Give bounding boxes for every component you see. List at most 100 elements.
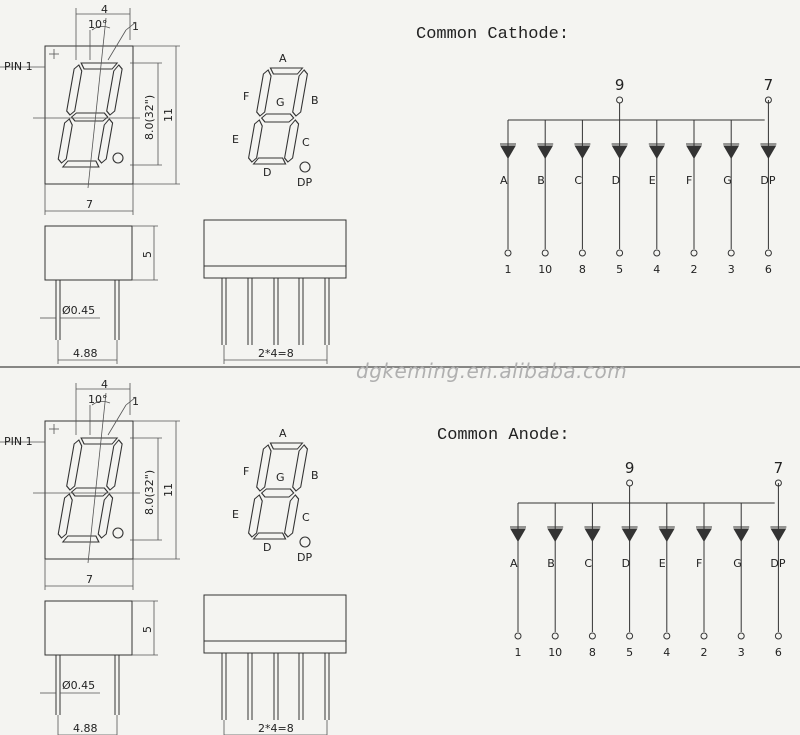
circuit-title: Common Cathode:	[416, 25, 569, 44]
dim-row-spacing: 4.88	[73, 347, 98, 360]
dim-width: 7	[86, 198, 93, 211]
pin-number: 5	[616, 263, 623, 276]
diode-triangle	[510, 528, 526, 542]
common-pin-7-label: 7	[774, 459, 784, 477]
common-pin-9-terminal	[616, 96, 624, 104]
seg-label-f: F	[243, 90, 249, 103]
common-pin-9-label: 9	[625, 459, 635, 477]
dim-total-height: 11	[162, 108, 175, 122]
diode-triangle	[611, 145, 628, 159]
seg-label-a: A	[279, 427, 287, 440]
pin-number: 4	[653, 263, 660, 276]
diode-triangle	[574, 145, 591, 159]
pin-number: 10	[538, 263, 552, 276]
legend-dp-dot	[299, 536, 311, 548]
pin-number: 1	[515, 646, 522, 659]
front-view: PIN 1 4 10° 1 8.0(32") 11	[0, 3, 180, 215]
pin-number: 6	[775, 646, 782, 659]
pin-terminal	[541, 249, 549, 257]
legend-dp-dot	[299, 161, 311, 173]
pin-number: 3	[738, 646, 745, 659]
pin-terminal	[514, 632, 522, 640]
seg-label-g: G	[276, 96, 285, 109]
common-pin-7-label: 7	[764, 76, 774, 94]
diode-segment-label: F	[686, 174, 692, 187]
diode-triangle	[770, 528, 787, 542]
common-pin-9-terminal	[626, 479, 634, 487]
display-body	[44, 420, 134, 560]
dim-corner: 1	[132, 395, 139, 408]
pin-terminal	[616, 249, 624, 257]
diode-triangle	[723, 145, 740, 159]
side-view: 5 Ø0.45 4.88	[40, 225, 158, 364]
digit-outline	[57, 62, 123, 168]
dim-top-width: 4	[101, 378, 108, 391]
seg-label-b: B	[311, 469, 319, 482]
segment-legend: A B C D E F G DP	[232, 52, 319, 189]
pin-number: 10	[548, 646, 562, 659]
seg-label-g: G	[276, 471, 285, 484]
common-pin-7-terminal	[764, 96, 772, 104]
dim-segment-height: 8.0(32")	[143, 95, 156, 140]
watermark: dgkeming.en.alibaba.com	[356, 359, 627, 383]
pin-number: 2	[701, 646, 708, 659]
pin-number: 6	[765, 263, 772, 276]
diode-segment-label: G	[723, 174, 732, 187]
dim-angle: 10°	[88, 18, 108, 31]
seg-label-d: D	[263, 541, 271, 554]
diode-triangle	[537, 145, 554, 159]
diode-triangle	[658, 528, 675, 542]
diode-segment-label: C	[584, 557, 592, 570]
diode-triangle	[648, 145, 665, 159]
pin-terminal	[690, 249, 698, 257]
segment-legend: A B C D E F G DP	[232, 427, 319, 564]
diode-segment-label: DP	[770, 557, 785, 570]
digit-outline	[57, 437, 123, 543]
pin1-label: PIN 1	[4, 60, 33, 73]
diode-segment-label: B	[537, 174, 545, 187]
pin-terminal	[578, 249, 586, 257]
dim-pin-diameter: Ø0.45	[62, 304, 95, 317]
pin-terminal	[764, 249, 772, 257]
seg-label-a: A	[279, 52, 287, 65]
diode-segment-label: D	[612, 174, 620, 187]
seg-label-dp: DP	[297, 176, 312, 189]
pin-terminal	[551, 632, 559, 640]
display-body	[44, 45, 134, 185]
diode-segment-label: B	[547, 557, 555, 570]
dim-side-height: 5	[141, 626, 154, 633]
pin-number: 1	[505, 263, 512, 276]
diode-segment-label: F	[696, 557, 702, 570]
dim-pin-diameter: Ø0.45	[62, 679, 95, 692]
diode-triangle	[686, 145, 702, 159]
pin-number: 8	[589, 646, 596, 659]
diode-segment-label: A	[500, 174, 508, 187]
pin-number: 3	[728, 263, 735, 276]
dp-dot	[112, 527, 124, 539]
pin-number: 5	[626, 646, 633, 659]
dim-pin-pitch: 2*4=8	[258, 347, 294, 360]
panel-common-anode: PIN 1 4 10° 1 8.0(32") 11	[0, 378, 787, 735]
seg-label-d: D	[263, 166, 271, 179]
circuit-title: Common Anode:	[437, 426, 570, 445]
dim-corner: 1	[132, 20, 139, 33]
side-view: 5 Ø0.45 4.88	[40, 600, 158, 735]
dim-width: 7	[86, 573, 93, 586]
pin-terminal	[626, 632, 634, 640]
pin-view: 2*4=8	[203, 594, 347, 735]
diode-triangle	[760, 145, 777, 159]
pin-number: 4	[663, 646, 670, 659]
diode-segment-label: G	[733, 557, 742, 570]
seg-label-e: E	[232, 133, 239, 146]
panel-common-cathode: PIN 1 4 10° 1 8.0(32") 11	[0, 3, 777, 364]
pin-terminal	[700, 632, 708, 640]
pin-terminal	[774, 632, 782, 640]
dim-top-width: 4	[101, 3, 108, 16]
pin-terminal	[663, 632, 671, 640]
dp-dot	[112, 152, 124, 164]
dim-row-spacing: 4.88	[73, 722, 98, 735]
dim-pin-pitch: 2*4=8	[258, 722, 294, 735]
pin-terminal	[727, 249, 735, 257]
